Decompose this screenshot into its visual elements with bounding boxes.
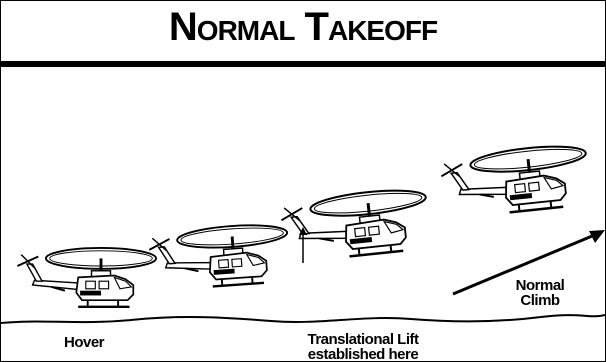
helicopter-climb xyxy=(439,142,591,219)
label-translational-lift: Translational Lift established here xyxy=(293,332,433,362)
helicopter-hover xyxy=(17,248,156,307)
label-translational-lift-line1: Translational Lift xyxy=(293,332,433,347)
helicopter-translational-lift xyxy=(279,186,431,263)
label-normal-climb: Normal Climb xyxy=(508,278,572,308)
label-translational-lift-line2: established here xyxy=(293,347,433,362)
ground-line xyxy=(1,315,605,323)
label-normal-climb-line2: Climb xyxy=(508,293,572,308)
label-hover: Hover xyxy=(64,335,104,350)
helicopter-takeoff-1 xyxy=(148,222,290,290)
label-normal-climb-line1: Normal xyxy=(508,278,572,293)
